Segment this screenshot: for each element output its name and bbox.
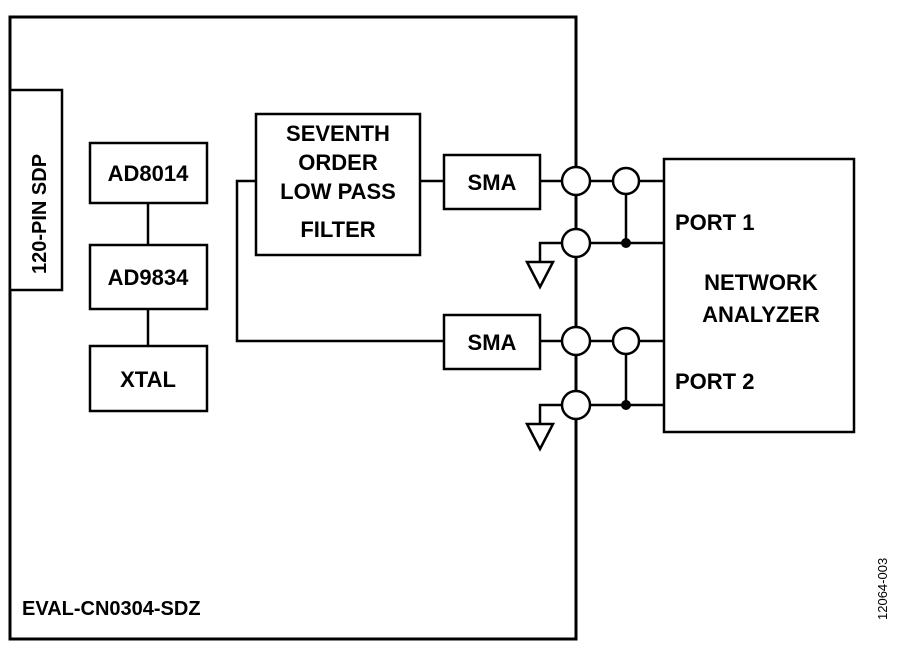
ad8014-box bbox=[88, 141, 209, 205]
port2-junction-dot bbox=[621, 400, 631, 410]
port2-label: PORT 2 bbox=[675, 369, 754, 394]
wire-port1-gnd-drop bbox=[538, 241, 562, 262]
eval-board-label: EVAL-CN0304-SDZ bbox=[22, 598, 201, 620]
ad8014-label: AD8014 bbox=[108, 161, 189, 186]
connector-circle-port1-signal bbox=[560, 165, 592, 197]
sdp-connector-label: 120-PIN SDP bbox=[29, 154, 51, 274]
ground-symbol-1 bbox=[524, 260, 556, 290]
port1-label: PORT 1 bbox=[675, 210, 754, 235]
port1-junction-dot bbox=[621, 238, 631, 248]
sma-top-label: SMA bbox=[468, 170, 517, 195]
filter-label-line4: FILTER bbox=[300, 217, 375, 242]
filter-label-line2: ORDER bbox=[298, 150, 378, 175]
coax-circle-port2 bbox=[611, 326, 641, 356]
xtal-label: XTAL bbox=[120, 367, 176, 392]
filter-label-line1: SEVENTH bbox=[286, 121, 390, 146]
xtal-box bbox=[88, 344, 209, 413]
wire-filter-to-sma-bottom bbox=[235, 179, 444, 343]
ad9834-box bbox=[88, 243, 209, 311]
sma-bottom-label: SMA bbox=[468, 330, 517, 355]
ad9834-label: AD9834 bbox=[108, 265, 189, 290]
network-analyzer-box bbox=[662, 157, 856, 434]
sdp-connector-box bbox=[8, 88, 64, 292]
low-pass-filter-box bbox=[254, 112, 422, 257]
wire-port2-gnd-drop bbox=[538, 403, 562, 424]
connector-circle-port2-ground bbox=[560, 389, 592, 421]
figure-id: 12064-003 bbox=[875, 558, 890, 620]
filter-label-line3: LOW PASS bbox=[280, 179, 396, 204]
analyzer-title-line2: ANALYZER bbox=[702, 302, 820, 327]
connector-circle-port1-ground bbox=[560, 227, 592, 259]
coax-circle-port1 bbox=[611, 166, 641, 196]
connector-circle-port2-signal bbox=[560, 325, 592, 357]
analyzer-title-line1: NETWORK bbox=[704, 270, 818, 295]
ground-symbol-2 bbox=[524, 422, 556, 452]
